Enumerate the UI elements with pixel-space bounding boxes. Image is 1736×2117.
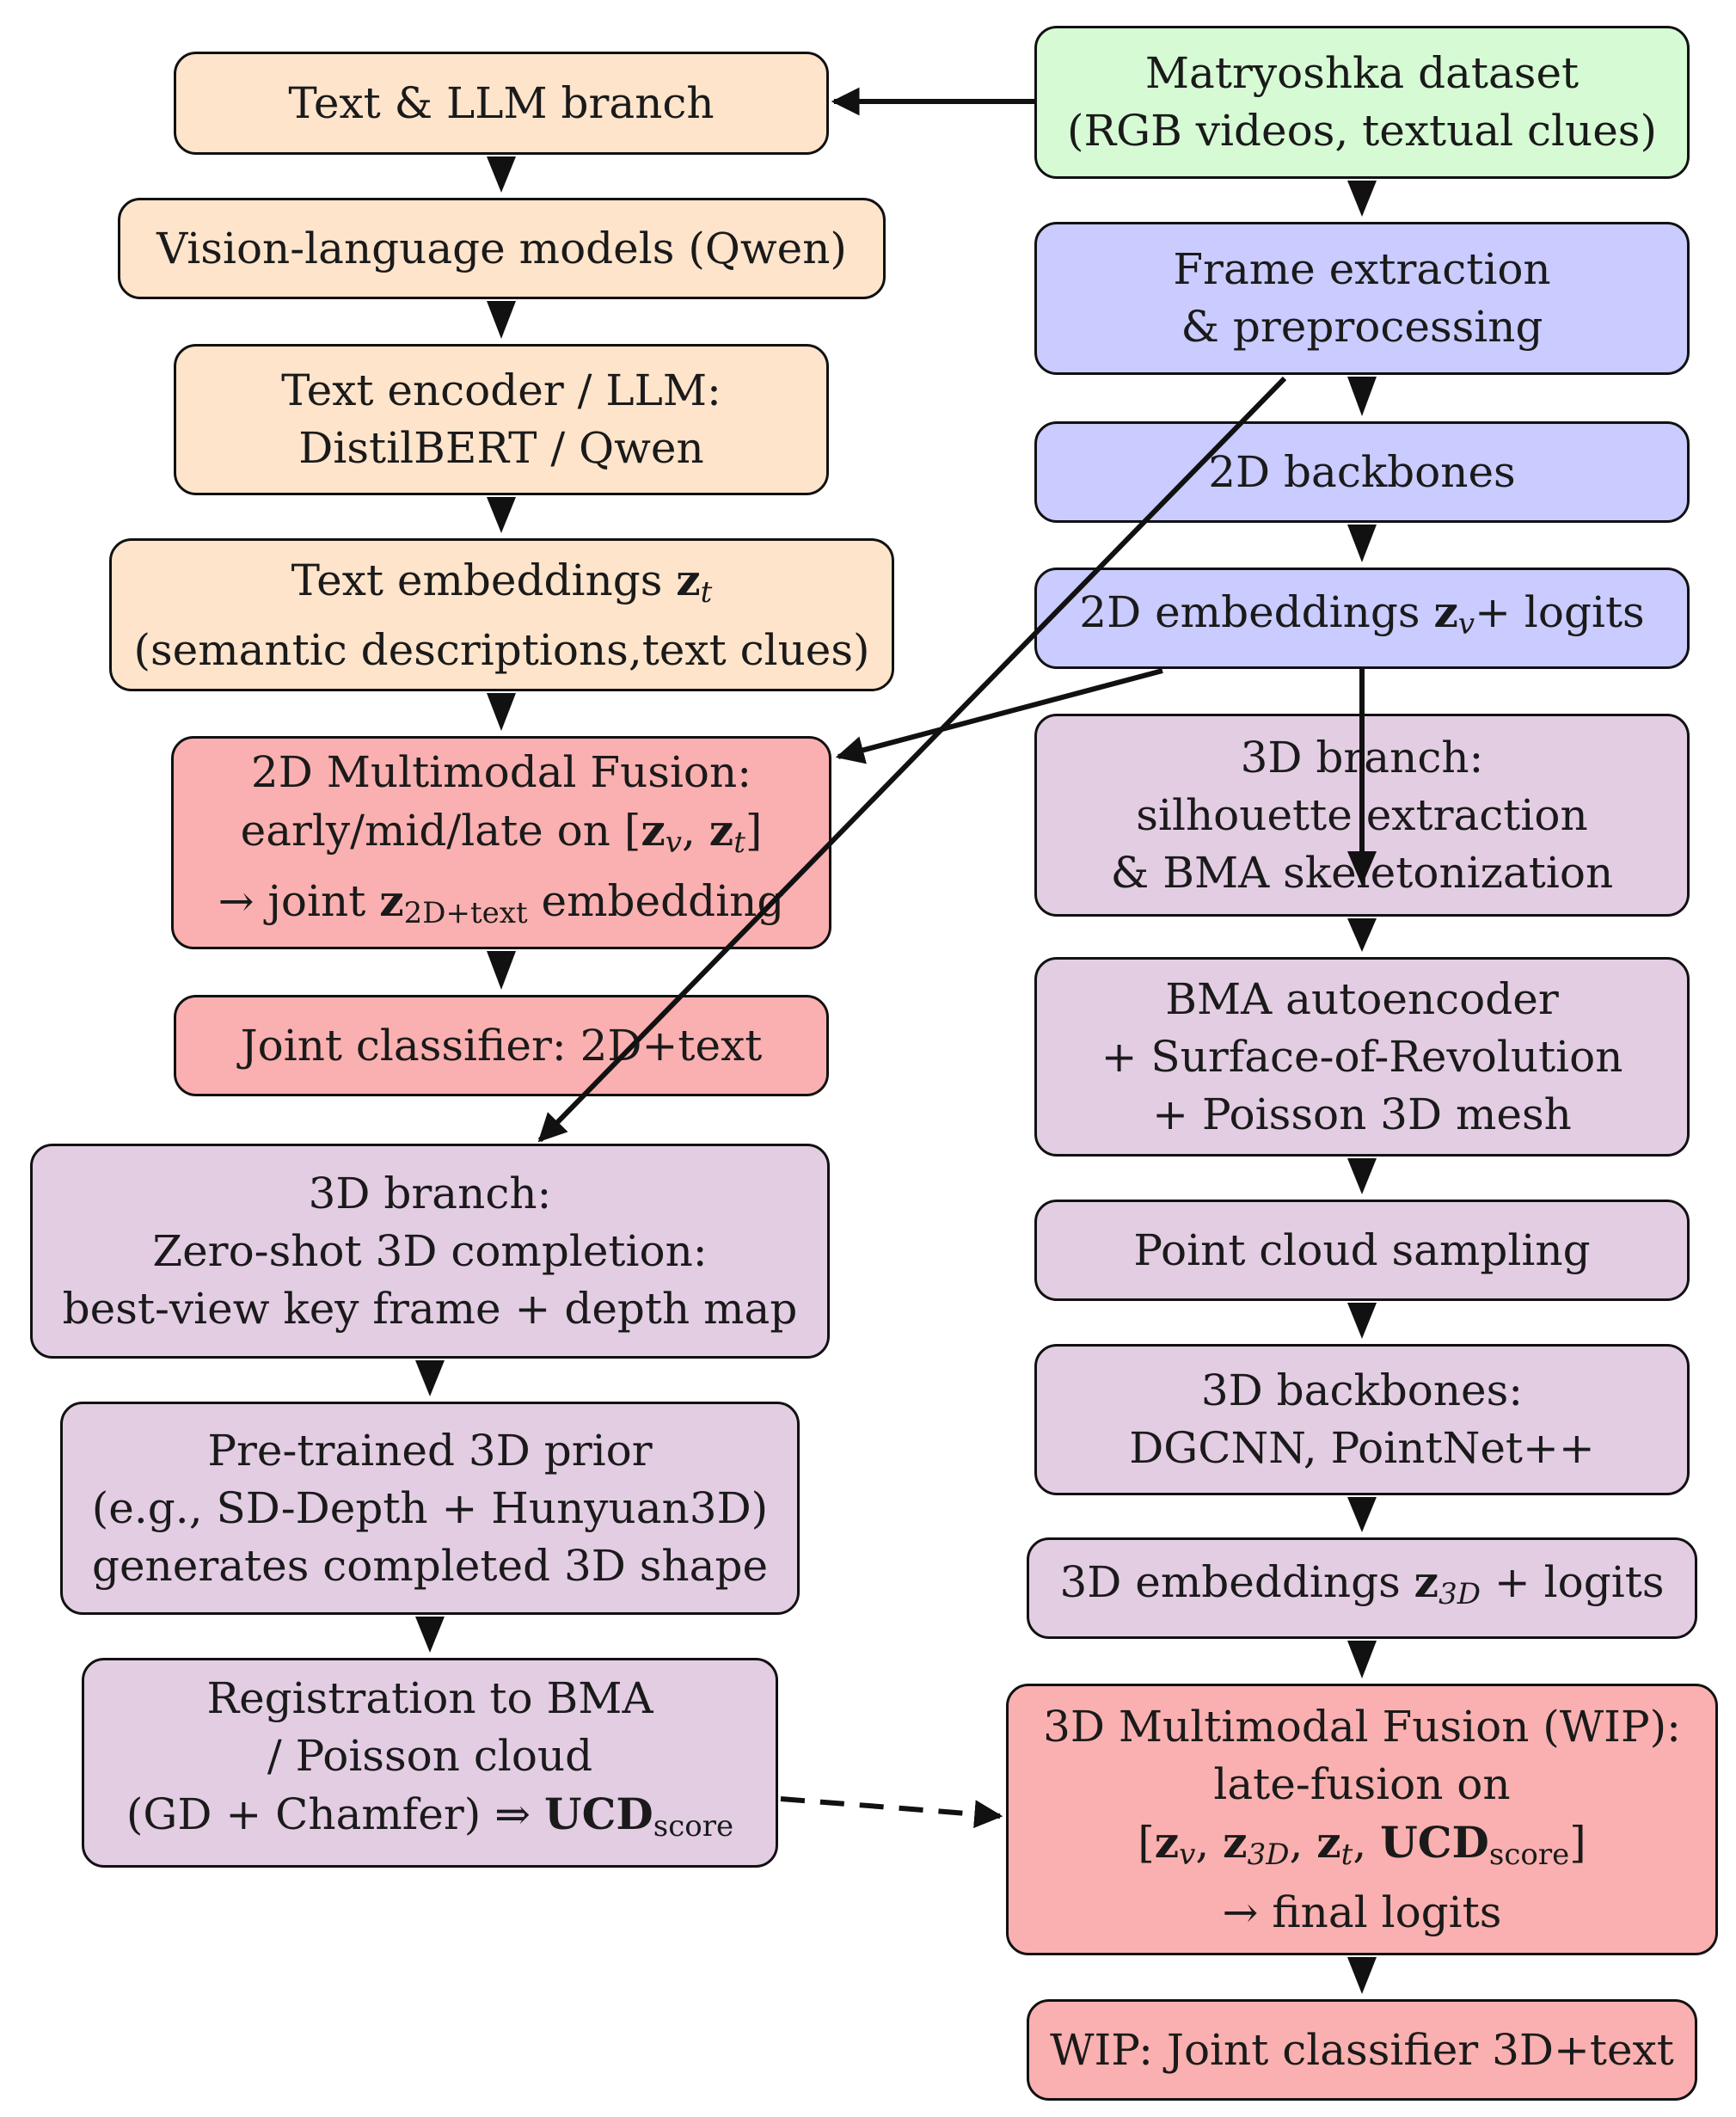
arrowhead-3d-embeddings-to-fusion — [1347, 1641, 1377, 1678]
embeddings-2d-node: 2D embeddings zv+ logits — [1034, 568, 1690, 669]
fusion-3d-node: 3D Multimodal Fusion (WIP): late-fusion … — [1006, 1684, 1718, 1955]
branch-3d-right-node: 3D branch: silhouette extraction & BMA s… — [1034, 714, 1690, 917]
node-label: + Poisson 3D mesh — [1152, 1089, 1572, 1139]
arrowhead-frames-to-2d-backbones — [1347, 377, 1377, 416]
node-label: Text embeddings zt — [291, 554, 713, 610]
arrowhead-encoder-to-embeddings — [487, 497, 516, 533]
node-label: 3D backbones: — [1200, 1365, 1524, 1415]
node-label: 2D Multimodal Fusion: — [250, 746, 752, 797]
node-label: Text encoder / LLM: — [281, 365, 721, 415]
node-label: → final logits — [1222, 1887, 1502, 1937]
node-label: & preprocessing — [1181, 302, 1543, 352]
node-label: / Poisson cloud — [267, 1731, 593, 1781]
node-label: Pre-trained 3D prior — [207, 1425, 653, 1476]
joint-classifier-2d-node: Joint classifier: 2D+text — [174, 995, 829, 1096]
node-label: Vision-language models (Qwen) — [156, 223, 847, 273]
node-label: Registration to BMA — [206, 1673, 653, 1723]
arrowhead-prior-to-registration — [415, 1617, 445, 1653]
arrowhead-silhouettes-to-autoencoder — [1347, 918, 1377, 952]
arrowhead-completion-to-prior — [415, 1360, 445, 1396]
embeddings-3d-node: 3D embeddings z3D + logits — [1027, 1537, 1697, 1639]
node-label: Joint classifier: 2D+text — [240, 1020, 763, 1071]
arrowhead-fusion-to-3d-classifier — [1347, 1957, 1377, 1994]
edge-ucd-to-3d-fusion — [780, 1796, 1003, 1829]
text-llm-branch-node: Text & LLM branch — [174, 52, 829, 155]
arrowhead-vlm-to-encoder — [487, 301, 516, 339]
node-label: & BMA skeletonization — [1110, 847, 1614, 898]
node-label: → joint z2D+text embedding — [218, 874, 785, 930]
node-label: (RGB videos, textual clues) — [1067, 106, 1657, 156]
node-label: (e.g., SD-Depth + Hunyuan3D) — [91, 1482, 769, 1533]
text-encoder-node: Text encoder / LLM: DistilBERT / Qwen — [174, 344, 829, 495]
node-label: 3D branch: — [1240, 732, 1484, 782]
arrowhead-fusion-to-classifier — [487, 951, 516, 990]
node-label: DistilBERT / Qwen — [298, 423, 704, 473]
arrowhead-autoencoder-to-point-cloud — [1347, 1158, 1377, 1194]
node-label: WIP: Joint classifier 3D+text — [1050, 2024, 1674, 2075]
arrowhead-embeddings-to-fusion — [487, 693, 516, 731]
node-label: BMA autoencoder — [1165, 973, 1559, 1024]
node-label: silhouette extraction — [1136, 789, 1588, 840]
node-label: [zv, z3D, zt, UCDscore] — [1138, 1816, 1586, 1872]
node-label: Matryoshka dataset — [1144, 48, 1580, 98]
node-label: Frame extraction — [1173, 244, 1551, 294]
node-label: (GD + Chamfer) ⇒ UCDscore — [126, 1789, 734, 1844]
arrowhead-2d-backbones-to-embeddings — [1347, 525, 1377, 562]
node-label: late-fusion on — [1213, 1758, 1511, 1809]
node-label: 2D embeddings zv+ logits — [1079, 586, 1645, 641]
node-label: 3D branch: — [308, 1168, 552, 1218]
point-cloud-sampling-node: Point cloud sampling — [1034, 1200, 1690, 1301]
vision-language-models-node: Vision-language models (Qwen) — [118, 198, 886, 299]
backbones-3d-node: 3D backbones: DGCNN, PointNet++ — [1034, 1344, 1690, 1495]
node-label: 3D Multimodal Fusion (WIP): — [1043, 1701, 1681, 1752]
arrowhead-text-branch-to-vlm — [487, 156, 516, 193]
text-embeddings-node: Text embeddings zt (semantic description… — [109, 538, 894, 691]
bma-autoencoder-node: BMA autoencoder + Surface-of-Revolution … — [1034, 957, 1690, 1157]
node-label: early/mid/late on [zv, zt] — [240, 804, 763, 860]
joint-classifier-3d-node: WIP: Joint classifier 3D+text — [1027, 1999, 1697, 2101]
registration-node: Registration to BMA / Poisson cloud (GD … — [82, 1658, 778, 1868]
node-label: + Surface-of-Revolution — [1101, 1031, 1623, 1082]
arrowhead-dataset-to-frames — [1347, 181, 1377, 217]
node-label: (semantic descriptions,text clues) — [133, 624, 870, 675]
arrowhead-point-cloud-to-3d-backbones — [1347, 1303, 1377, 1339]
node-label: Zero-shot 3D completion: — [152, 1225, 708, 1276]
branch-3d-left-node: 3D branch: Zero-shot 3D completion: best… — [30, 1144, 830, 1359]
node-label: DGCNN, PointNet++ — [1129, 1423, 1595, 1473]
node-label: 3D embeddings z3D + logits — [1059, 1556, 1665, 1611]
node-label: best-view key frame + depth map — [62, 1283, 798, 1334]
backbones-2d-node: 2D backbones — [1034, 421, 1690, 523]
fusion-2d-node: 2D Multimodal Fusion: early/mid/late on … — [171, 736, 831, 949]
pretrained-3d-prior-node: Pre-trained 3D prior (e.g., SD-Depth + H… — [60, 1402, 800, 1615]
node-label: Point cloud sampling — [1133, 1224, 1591, 1275]
node-label: 2D backbones — [1208, 446, 1516, 497]
dataset-node: Matryoshka dataset (RGB videos, textual … — [1034, 26, 1690, 179]
node-label: Text & LLM branch — [288, 77, 715, 128]
frame-extraction-node: Frame extraction & preprocessing — [1034, 222, 1690, 375]
arrowhead-3d-backbones-to-embeddings — [1347, 1497, 1377, 1532]
node-label: generates completed 3D shape — [91, 1540, 769, 1591]
